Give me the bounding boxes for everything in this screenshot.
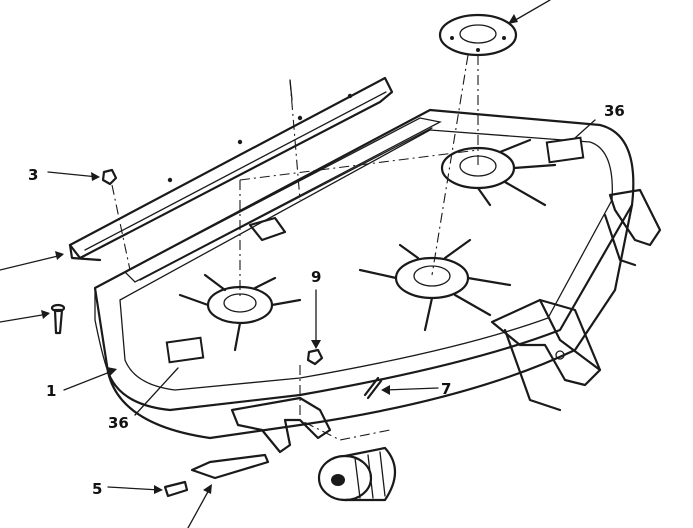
decal-top: [545, 136, 585, 164]
cotter-pin-7: [363, 376, 383, 400]
gauge-wheel-assembly: [190, 396, 397, 502]
spindle-mount-center: [358, 238, 512, 332]
spindle-cover-plate: [438, 13, 518, 57]
carriage-bolt: [50, 303, 66, 335]
callout-36-bottom: 36: [108, 414, 129, 432]
rear-hitch-brackets: [490, 188, 662, 412]
decal-bottom: [165, 336, 205, 364]
callout-7: 7: [441, 380, 451, 398]
callout-1: 1: [46, 382, 56, 400]
callout-36-top: 36: [604, 102, 625, 120]
bolt-5: [163, 480, 189, 498]
deck-bracket: [248, 216, 287, 242]
callout-9: 9: [311, 268, 321, 286]
hex-nut-9: [306, 348, 324, 366]
baffle-bar: [68, 76, 394, 262]
mower-deck-housing: [93, 108, 635, 440]
hex-nut-3: [101, 168, 118, 186]
assembly-guide-lines: [111, 54, 479, 441]
spindle-mount-right: [440, 138, 557, 207]
callout-5: 5: [92, 480, 102, 498]
callout-3: 3: [28, 166, 38, 184]
leader-arrows: [0, 0, 596, 528]
